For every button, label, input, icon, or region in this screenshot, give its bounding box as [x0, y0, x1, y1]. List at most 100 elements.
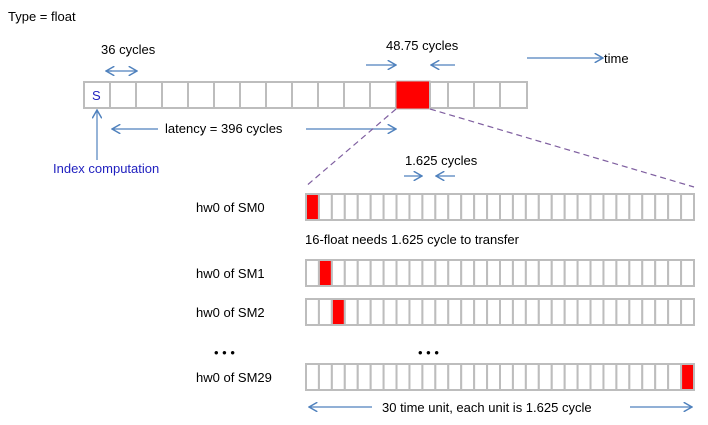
time-unit-cell	[524, 259, 540, 287]
time-unit-cell	[343, 193, 359, 221]
time-unit-cell	[589, 259, 605, 287]
time-unit-cell	[317, 298, 333, 326]
row-label: hw0 of SM1	[196, 266, 265, 281]
time-unit-cell	[511, 298, 527, 326]
time-unit-cell	[628, 259, 644, 287]
sm-row: hw0 of SM2	[196, 298, 695, 326]
time-unit-cell	[589, 193, 605, 221]
time-unit-cell	[369, 298, 385, 326]
time-unit-cell	[343, 363, 359, 391]
time-unit-cell	[576, 298, 592, 326]
time-unit-cell	[576, 259, 592, 287]
time-unit-cell	[550, 259, 566, 287]
time-unit-cell	[317, 193, 333, 221]
time-unit-cell	[602, 259, 618, 287]
time-unit-cell	[550, 363, 566, 391]
time-unit-cell	[628, 363, 644, 391]
time-unit-cell	[486, 193, 502, 221]
timeline-cell	[473, 81, 501, 109]
timeline-cell	[135, 81, 163, 109]
timeline-cell	[291, 81, 319, 109]
time-unit-cell	[615, 193, 631, 221]
time-unit-cell	[589, 298, 605, 326]
index-computation-label: Index computation	[53, 161, 159, 176]
time-unit-cell	[330, 259, 346, 287]
transfer-cell	[307, 195, 318, 219]
time-unit-cell	[602, 363, 618, 391]
time-unit-cell	[395, 259, 411, 287]
row-label: hw0 of SM0	[196, 200, 265, 215]
time-unit-cell	[434, 259, 450, 287]
time-unit-cell	[460, 363, 476, 391]
sm-row: hw0 of SM0	[196, 193, 695, 221]
sm-row: hw0 of SM1	[196, 259, 695, 287]
time-unit-cell	[602, 193, 618, 221]
time-unit-cell	[499, 259, 514, 287]
timeline-cell	[213, 81, 241, 109]
time-unit-cell	[654, 259, 670, 287]
timeline-cell	[109, 81, 137, 109]
time-unit-cell	[434, 363, 450, 391]
time-unit-cell	[382, 298, 398, 326]
time-unit-cell	[654, 193, 670, 221]
time-unit-cell	[395, 298, 411, 326]
time-unit-cell	[369, 193, 385, 221]
time-unit-cell	[667, 193, 683, 221]
time-unit-cell	[330, 363, 346, 391]
row-label: hw0 of SM29	[196, 370, 272, 385]
label-48-75-cycles: 48.75 cycles	[386, 38, 459, 53]
time-unit-cell	[356, 363, 372, 391]
time-unit-cell	[395, 193, 411, 221]
time-unit-cell	[343, 259, 359, 287]
transfer-note: 16-float needs 1.625 cycle to transfer	[305, 232, 520, 247]
ellipsis-left: • • •	[214, 345, 235, 360]
time-unit-cell	[499, 298, 514, 326]
sm-row: hw0 of SM29	[196, 363, 695, 391]
time-unit-cell	[408, 259, 424, 287]
time-unit-cell	[305, 363, 320, 391]
transfer-cell	[332, 300, 344, 324]
time-unit-cell	[408, 298, 424, 326]
time-unit-cell	[628, 298, 644, 326]
time-unit-cell	[421, 259, 437, 287]
time-unit-cell	[473, 298, 489, 326]
timeline-cell	[343, 81, 371, 109]
time-unit-cell	[486, 363, 502, 391]
time-unit-cell	[537, 298, 553, 326]
time-unit-cell	[602, 298, 618, 326]
time-unit-cell	[460, 259, 476, 287]
time-unit-cell	[537, 193, 553, 221]
timeline-cell	[239, 81, 267, 109]
time-unit-cell	[447, 298, 463, 326]
time-unit-cell	[369, 259, 385, 287]
time-unit-cell	[680, 193, 695, 221]
time-unit-cell	[615, 363, 631, 391]
timeline-cell	[369, 81, 397, 109]
time-unit-cell	[447, 259, 463, 287]
timeline-cell	[187, 81, 215, 109]
top-timeline-bar	[83, 80, 528, 110]
label-1-625-cycles: 1.625 cycles	[405, 153, 478, 168]
diagram-title: Type = float	[8, 9, 76, 24]
time-unit-cell	[524, 193, 540, 221]
time-unit-cell	[317, 363, 333, 391]
time-unit-cell	[563, 193, 579, 221]
time-unit-cell	[343, 298, 359, 326]
time-unit-cell	[486, 259, 502, 287]
time-unit-cell	[589, 363, 605, 391]
time-unit-cell	[667, 298, 683, 326]
time-unit-cell	[369, 363, 385, 391]
time-unit-cell	[382, 259, 398, 287]
time-unit-cell	[680, 259, 695, 287]
time-unit-cell	[511, 193, 527, 221]
time-unit-cell	[434, 193, 450, 221]
time-unit-cell	[447, 363, 463, 391]
timeline-cell	[447, 81, 475, 109]
time-unit-cell	[641, 363, 657, 391]
time-unit-cell	[511, 363, 527, 391]
time-unit-cell	[654, 363, 670, 391]
time-unit-cell	[473, 259, 489, 287]
time-unit-cell	[524, 363, 540, 391]
time-unit-cell	[615, 259, 631, 287]
